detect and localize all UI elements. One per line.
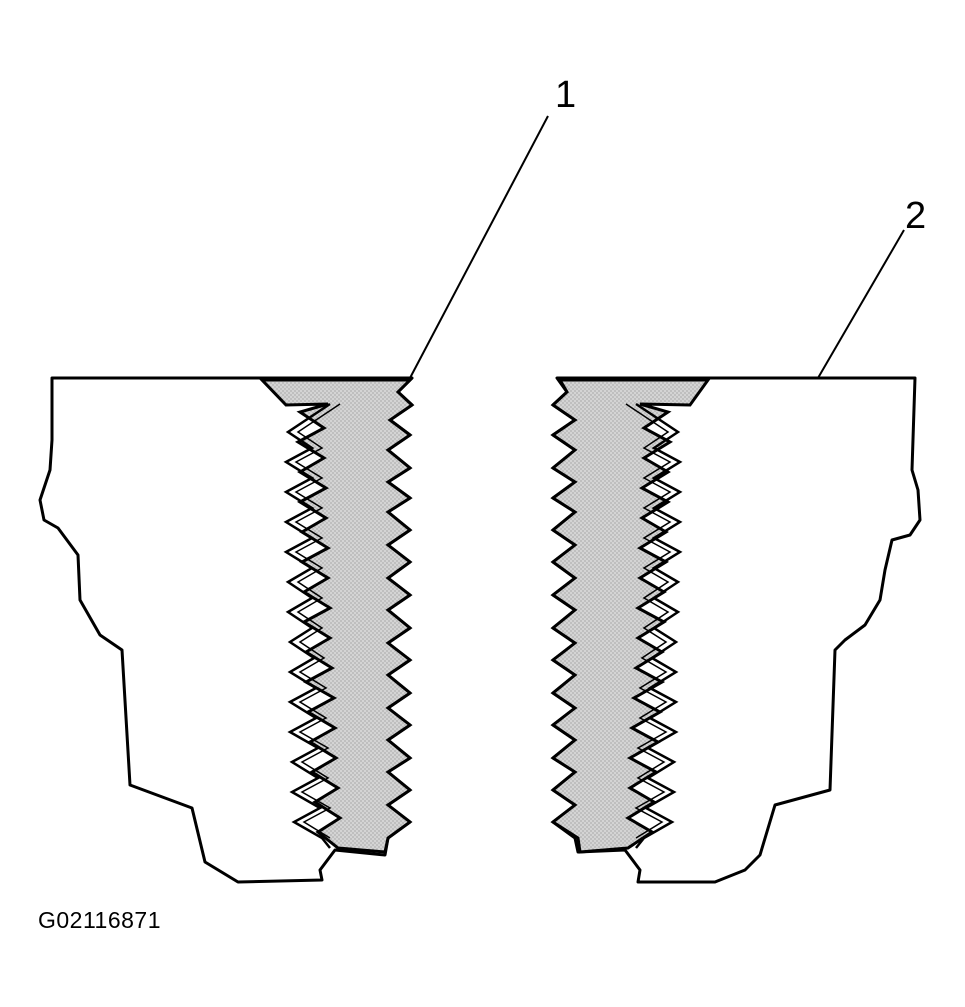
- left-thread-insert: [258, 378, 415, 854]
- right-parent-thread-inner: [625, 403, 672, 839]
- callout-2-leader-line: [817, 229, 905, 379]
- left-parent-thread-outline: [283, 402, 331, 849]
- figure-identifier: G02116871: [38, 907, 162, 933]
- right-parent-thread-outline: [635, 402, 683, 849]
- callout-2-label: 2: [905, 195, 926, 237]
- callout-1-label: 1: [555, 74, 576, 116]
- callout-1-leader-line: [409, 115, 549, 379]
- left-parent-thread-inner: [294, 403, 341, 839]
